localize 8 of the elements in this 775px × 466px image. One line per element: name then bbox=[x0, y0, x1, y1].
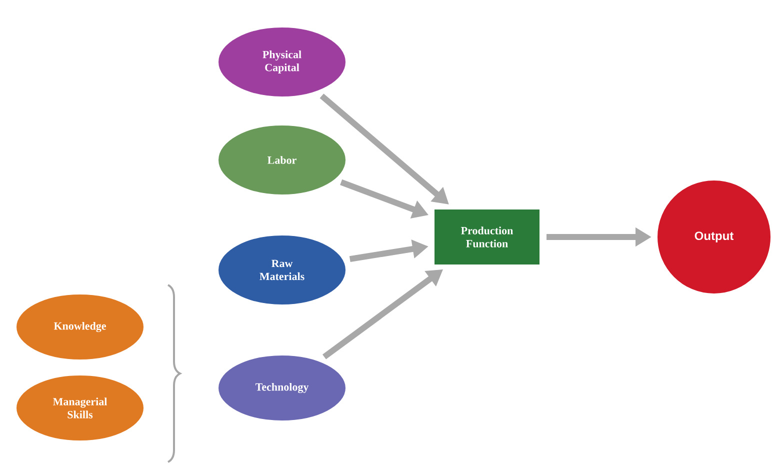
ellipse-node: Managerial Skills bbox=[14, 372, 146, 444]
ellipse-node: Physical Capital bbox=[216, 24, 348, 100]
ellipse-node: Raw Materials bbox=[216, 232, 348, 308]
ellipse-node: Knowledge bbox=[14, 292, 146, 362]
circle-node: Output bbox=[654, 178, 774, 296]
ellipse-node: Labor bbox=[216, 122, 348, 198]
process-box: Production Function bbox=[432, 206, 542, 268]
ellipse-node: Technology bbox=[216, 352, 348, 424]
